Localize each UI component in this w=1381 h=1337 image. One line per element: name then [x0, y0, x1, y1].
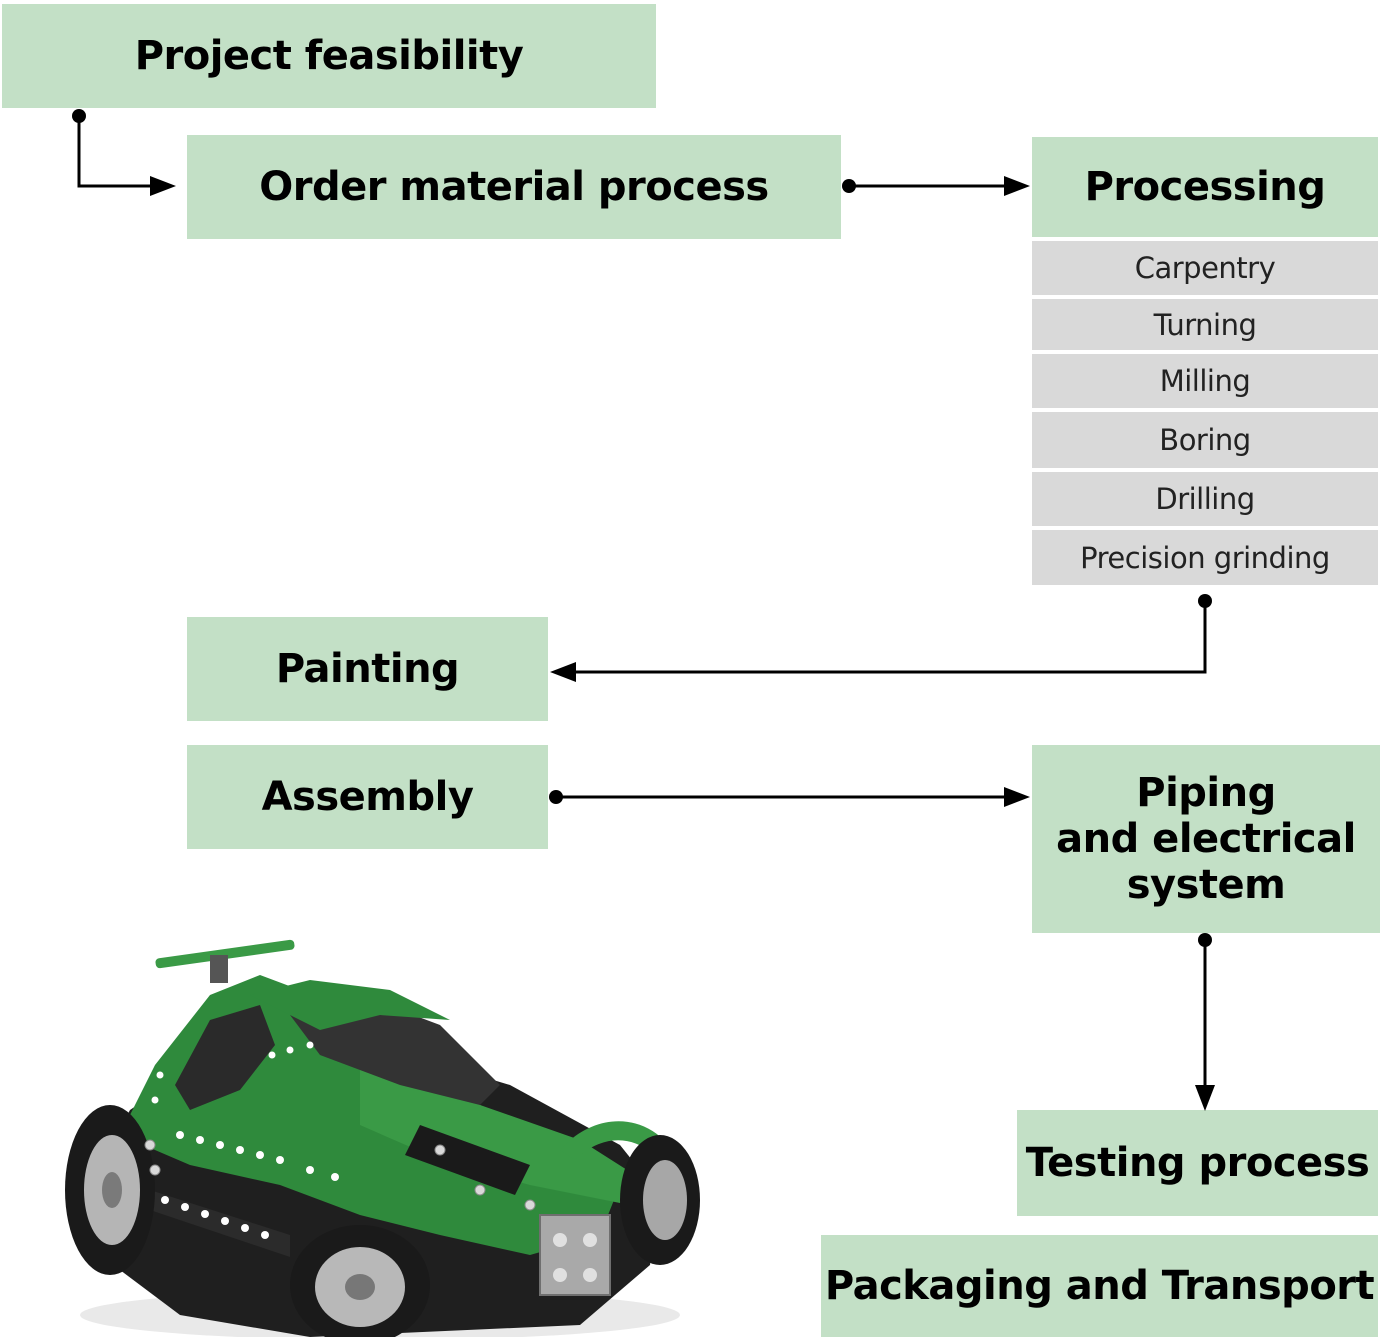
connector-start-dot	[1198, 594, 1212, 608]
toy-car-illustration	[65, 939, 700, 1337]
connector-start-dot	[842, 179, 856, 193]
step-label: Assembly	[261, 774, 474, 820]
step-label-line: system	[1126, 862, 1286, 908]
car-front-right-wheel	[620, 1135, 700, 1265]
processing-item-drilling: Drilling	[1032, 472, 1378, 526]
car-front-bracket	[539, 1214, 611, 1296]
processing-item-milling: Milling	[1032, 354, 1378, 408]
processing-item-label: Drilling	[1155, 482, 1255, 516]
step-piping-electrical: Piping and electrical system	[1032, 745, 1380, 933]
step-testing-process: Testing process	[1017, 1110, 1378, 1216]
step-processing: Processing	[1032, 137, 1378, 237]
car-roof-panel	[250, 980, 450, 1030]
step-project-feasibility: Project feasibility	[2, 4, 656, 108]
processing-item-label: Turning	[1153, 307, 1257, 342]
step-label-line: Piping	[1136, 770, 1276, 816]
processing-item-boring: Boring	[1032, 412, 1378, 468]
processing-item-label: Milling	[1159, 364, 1251, 398]
arrowhead-right	[1004, 787, 1030, 807]
car-front-wheel	[290, 1225, 430, 1337]
step-packaging-transport: Packaging and Transport	[821, 1235, 1378, 1337]
processing-item-label: Boring	[1159, 423, 1251, 457]
connector-start-dot	[1198, 933, 1212, 947]
step-label-line: and electrical	[1056, 816, 1356, 862]
car-rear-wheel	[65, 1105, 155, 1275]
step-assembly: Assembly	[187, 745, 548, 849]
step-label: Project feasibility	[134, 33, 524, 79]
step-label: Painting	[275, 646, 460, 692]
connector-start-dot	[72, 109, 86, 123]
car-hood-strip	[405, 1125, 530, 1195]
processing-item-precision-grinding: Precision grinding	[1032, 530, 1378, 585]
step-label: Packaging and Transport	[824, 1263, 1375, 1309]
processing-item-label: Precision grinding	[1080, 540, 1330, 575]
arrowhead-down	[1195, 1085, 1215, 1111]
arrowhead-left	[550, 662, 576, 682]
car-window	[175, 1005, 275, 1110]
step-label: Testing process	[1025, 1140, 1370, 1186]
processing-item-carpentry: Carpentry	[1032, 241, 1378, 295]
arrowhead-right	[1004, 176, 1030, 196]
connector-feasibility-to-order	[77, 116, 152, 188]
step-label: Processing	[1084, 164, 1326, 210]
step-painting: Painting	[187, 617, 548, 721]
processing-item-label: Carpentry	[1134, 251, 1276, 285]
connector-processing-to-painting	[574, 601, 1207, 674]
processing-item-turning: Turning	[1032, 299, 1378, 350]
step-order-material-process: Order material process	[187, 135, 841, 239]
step-label: Order material process	[259, 164, 769, 210]
arrowhead-right	[150, 176, 176, 196]
connector-start-dot	[549, 790, 563, 804]
